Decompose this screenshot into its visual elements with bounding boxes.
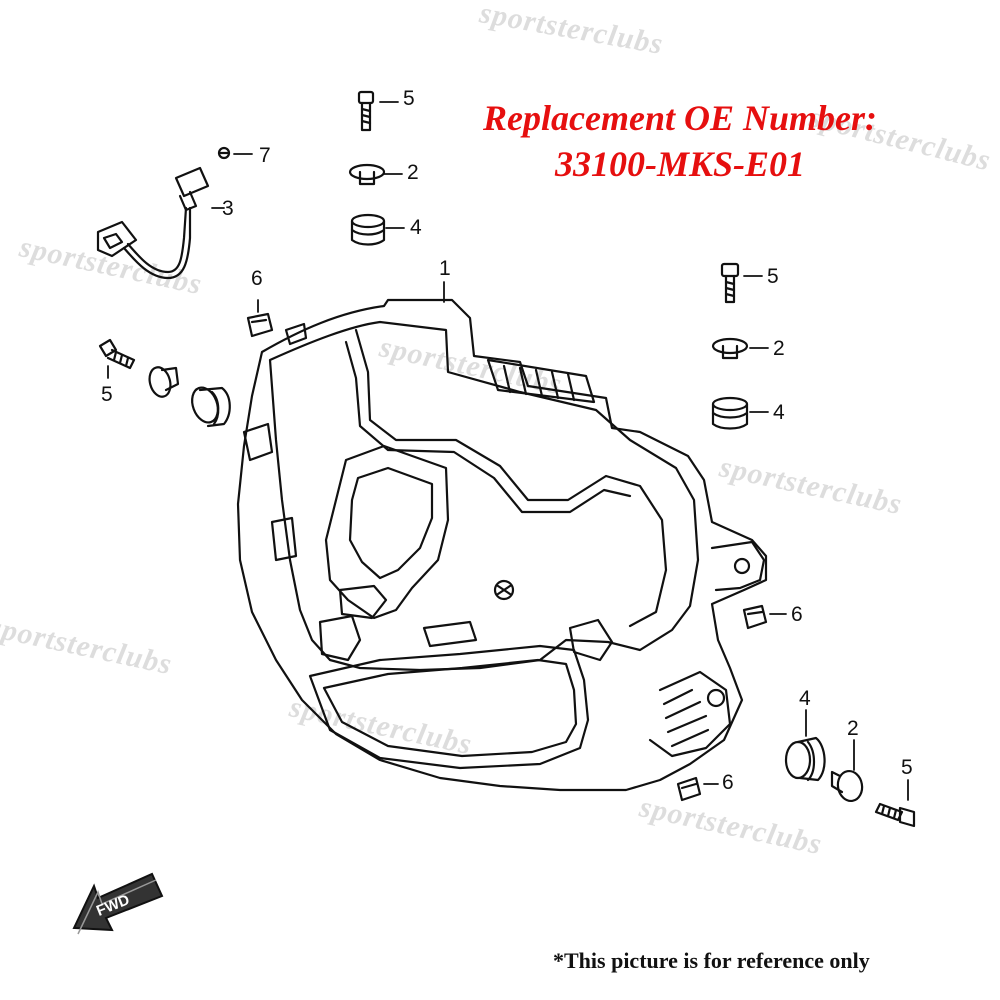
callout-clip-left: 6 [251, 267, 263, 290]
callout-screw: 7 [259, 144, 271, 167]
left-bolt [98, 338, 136, 379]
clip-bottom [676, 776, 719, 802]
callout-top-grommet: 4 [410, 216, 422, 239]
callout-bottom-washer: 2 [847, 717, 859, 740]
callout-right-grommet: 4 [773, 401, 785, 424]
left-washer [148, 366, 180, 398]
oe-number: 33100-MKS-E01 [554, 144, 806, 184]
callout-top-washer: 2 [407, 161, 419, 184]
oe-number-heading: Replacement OE Number: [483, 98, 877, 138]
callout-top-bolt: 5 [403, 87, 415, 110]
reference-footnote: *This picture is for reference only [553, 948, 870, 973]
clip-right [742, 604, 787, 630]
callout-left-bolt: 5 [101, 383, 113, 406]
callout-bottom-grommet: 4 [799, 687, 811, 710]
callout-headlight-assembly: 1 [439, 257, 451, 280]
bottom-grommet [784, 709, 826, 782]
right-bolt [720, 262, 763, 304]
bottom-bolt [874, 779, 916, 828]
callout-right-bolt: 5 [767, 265, 779, 288]
left-grommet [191, 386, 231, 428]
callout-clip-right: 6 [791, 603, 803, 626]
screw [217, 146, 253, 160]
bulb-socket [96, 166, 225, 280]
top-bolt [357, 90, 399, 132]
callout-right-washer: 2 [773, 337, 785, 360]
callout-socket: 3 [222, 197, 234, 220]
callout-bottom-bolt: 5 [901, 756, 913, 779]
fwd-arrow-icon [72, 872, 164, 935]
right-grommet [711, 396, 769, 430]
callout-clip-bottom: 6 [722, 771, 734, 794]
top-washer [348, 163, 403, 186]
right-washer [711, 337, 769, 360]
top-grommet [350, 213, 405, 246]
clip-left [246, 299, 274, 338]
headlight-assembly [236, 281, 768, 792]
bottom-washer [830, 739, 864, 803]
